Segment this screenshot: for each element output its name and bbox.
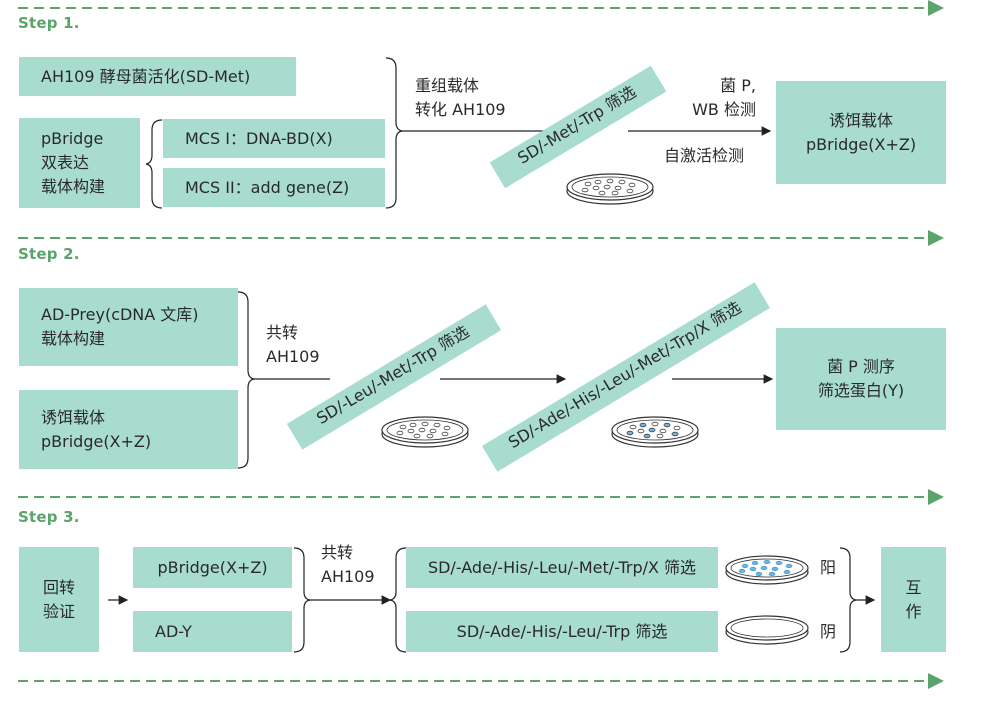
step1-arrow-top-line2: WB 检测 bbox=[684, 98, 756, 122]
step3-negative-label: 阴 bbox=[820, 620, 836, 644]
step3-interact-line2: 作 bbox=[905, 600, 921, 624]
step3-screen1-box: SD/-Ade/-His/-Leu/-Met/-Trp/X 筛选 bbox=[406, 547, 718, 588]
petri-dish-negative bbox=[726, 616, 808, 644]
step1-mcs2-box: MCS II：add gene(Z) bbox=[163, 168, 385, 207]
step3-screen1-text: SD/-Ade/-His/-Leu/-Met/-Trp/X 筛选 bbox=[428, 556, 696, 580]
step1-bait-box: 诱饵载体 pBridge(X+Z) bbox=[776, 81, 946, 184]
step3-positive-label: 阳 bbox=[820, 556, 836, 580]
step1-recomb-line1: 重组载体 bbox=[415, 74, 506, 98]
step3-pbridge-text: pBridge(X+Z) bbox=[157, 556, 267, 580]
step2-cotrans-line2: AH109 bbox=[266, 345, 320, 369]
step1-arrow-top-line1: 菌 P, bbox=[684, 74, 756, 98]
step3-verify-box: 回转 验证 bbox=[19, 547, 99, 652]
step3-cotrans-line1: 共转 bbox=[321, 541, 375, 565]
step2-prey-line1: AD-Prey(cDNA 文库) bbox=[41, 303, 199, 327]
step3-pbridge-box: pBridge(X+Z) bbox=[133, 547, 292, 588]
step1-arrow-top-label: 菌 P, WB 检测 bbox=[684, 74, 756, 122]
step1-activation-text: AH109 酵母菌活化(SD-Met) bbox=[41, 65, 250, 89]
step1-mcs1-text: MCS I：DNA-BD(X) bbox=[185, 127, 333, 151]
step2-brace bbox=[238, 292, 254, 468]
step1-activation-box: AH109 酵母菌活化(SD-Met) bbox=[19, 57, 296, 96]
step2-result-line1: 菌 P 测序 bbox=[818, 355, 904, 379]
step1-mcs-brace bbox=[146, 120, 162, 208]
step2-bait-box: 诱饵载体 pBridge(X+Z) bbox=[19, 390, 238, 469]
step3-verify-line2: 验证 bbox=[43, 600, 75, 624]
step2-cotrans-line1: 共转 bbox=[266, 321, 320, 345]
step1-bait-line2: pBridge(X+Z) bbox=[806, 133, 916, 157]
step2-cotrans-label: 共转 AH109 bbox=[266, 321, 320, 369]
step1-vector-line1: pBridge bbox=[41, 127, 105, 151]
petri-dish-step2-b bbox=[612, 417, 698, 447]
step3-interact-box: 互 作 bbox=[881, 547, 946, 652]
step1-vector-box: pBridge 双表达 载体构建 bbox=[19, 118, 140, 208]
step1-bait-line1: 诱饵载体 bbox=[806, 109, 916, 133]
step1-right-brace bbox=[386, 58, 402, 208]
step1-vector-line3: 载体构建 bbox=[41, 175, 105, 199]
step2-bait-line1: 诱饵载体 bbox=[41, 406, 151, 430]
step3-cotrans-line2: AH109 bbox=[321, 565, 375, 589]
step1-vector-line2: 双表达 bbox=[41, 151, 105, 175]
step3-ady-box: AD-Y bbox=[133, 611, 292, 652]
step2-prey-box: AD-Prey(cDNA 文库) 载体构建 bbox=[19, 288, 238, 366]
step3-brace-2 bbox=[390, 548, 406, 652]
step1-mcs2-text: MCS II：add gene(Z) bbox=[185, 176, 349, 200]
petri-dish-step2-a bbox=[382, 417, 468, 447]
step2-prey-line2: 载体构建 bbox=[41, 327, 199, 351]
step3-cotrans-label: 共转 AH109 bbox=[321, 541, 375, 589]
step2-bait-line2: pBridge(X+Z) bbox=[41, 430, 151, 454]
petri-dish-positive bbox=[726, 556, 808, 584]
step2-result-box: 菌 P 测序 筛选蛋白(Y) bbox=[776, 328, 946, 430]
step3-screen2-text: SD/-Ade/-His/-Leu/-Trp 筛选 bbox=[457, 620, 668, 644]
step2-result-line2: 筛选蛋白(Y) bbox=[818, 379, 904, 403]
step3-interact-line1: 互 bbox=[905, 576, 921, 600]
step1-arrow-bottom-label: 自激活检测 bbox=[664, 144, 744, 168]
step3-brace-3 bbox=[840, 548, 856, 652]
step3-brace-1 bbox=[294, 548, 310, 652]
step1-recomb-label: 重组载体 转化 AH109 bbox=[415, 74, 506, 122]
step3-ady-text: AD-Y bbox=[155, 620, 192, 644]
step1-recomb-line2: 转化 AH109 bbox=[415, 98, 506, 122]
step1-mcs1-box: MCS I：DNA-BD(X) bbox=[163, 119, 385, 158]
step3-verify-line1: 回转 bbox=[43, 576, 75, 600]
petri-dish-step1 bbox=[567, 174, 653, 204]
step3-screen2-box: SD/-Ade/-His/-Leu/-Trp 筛选 bbox=[406, 611, 718, 652]
